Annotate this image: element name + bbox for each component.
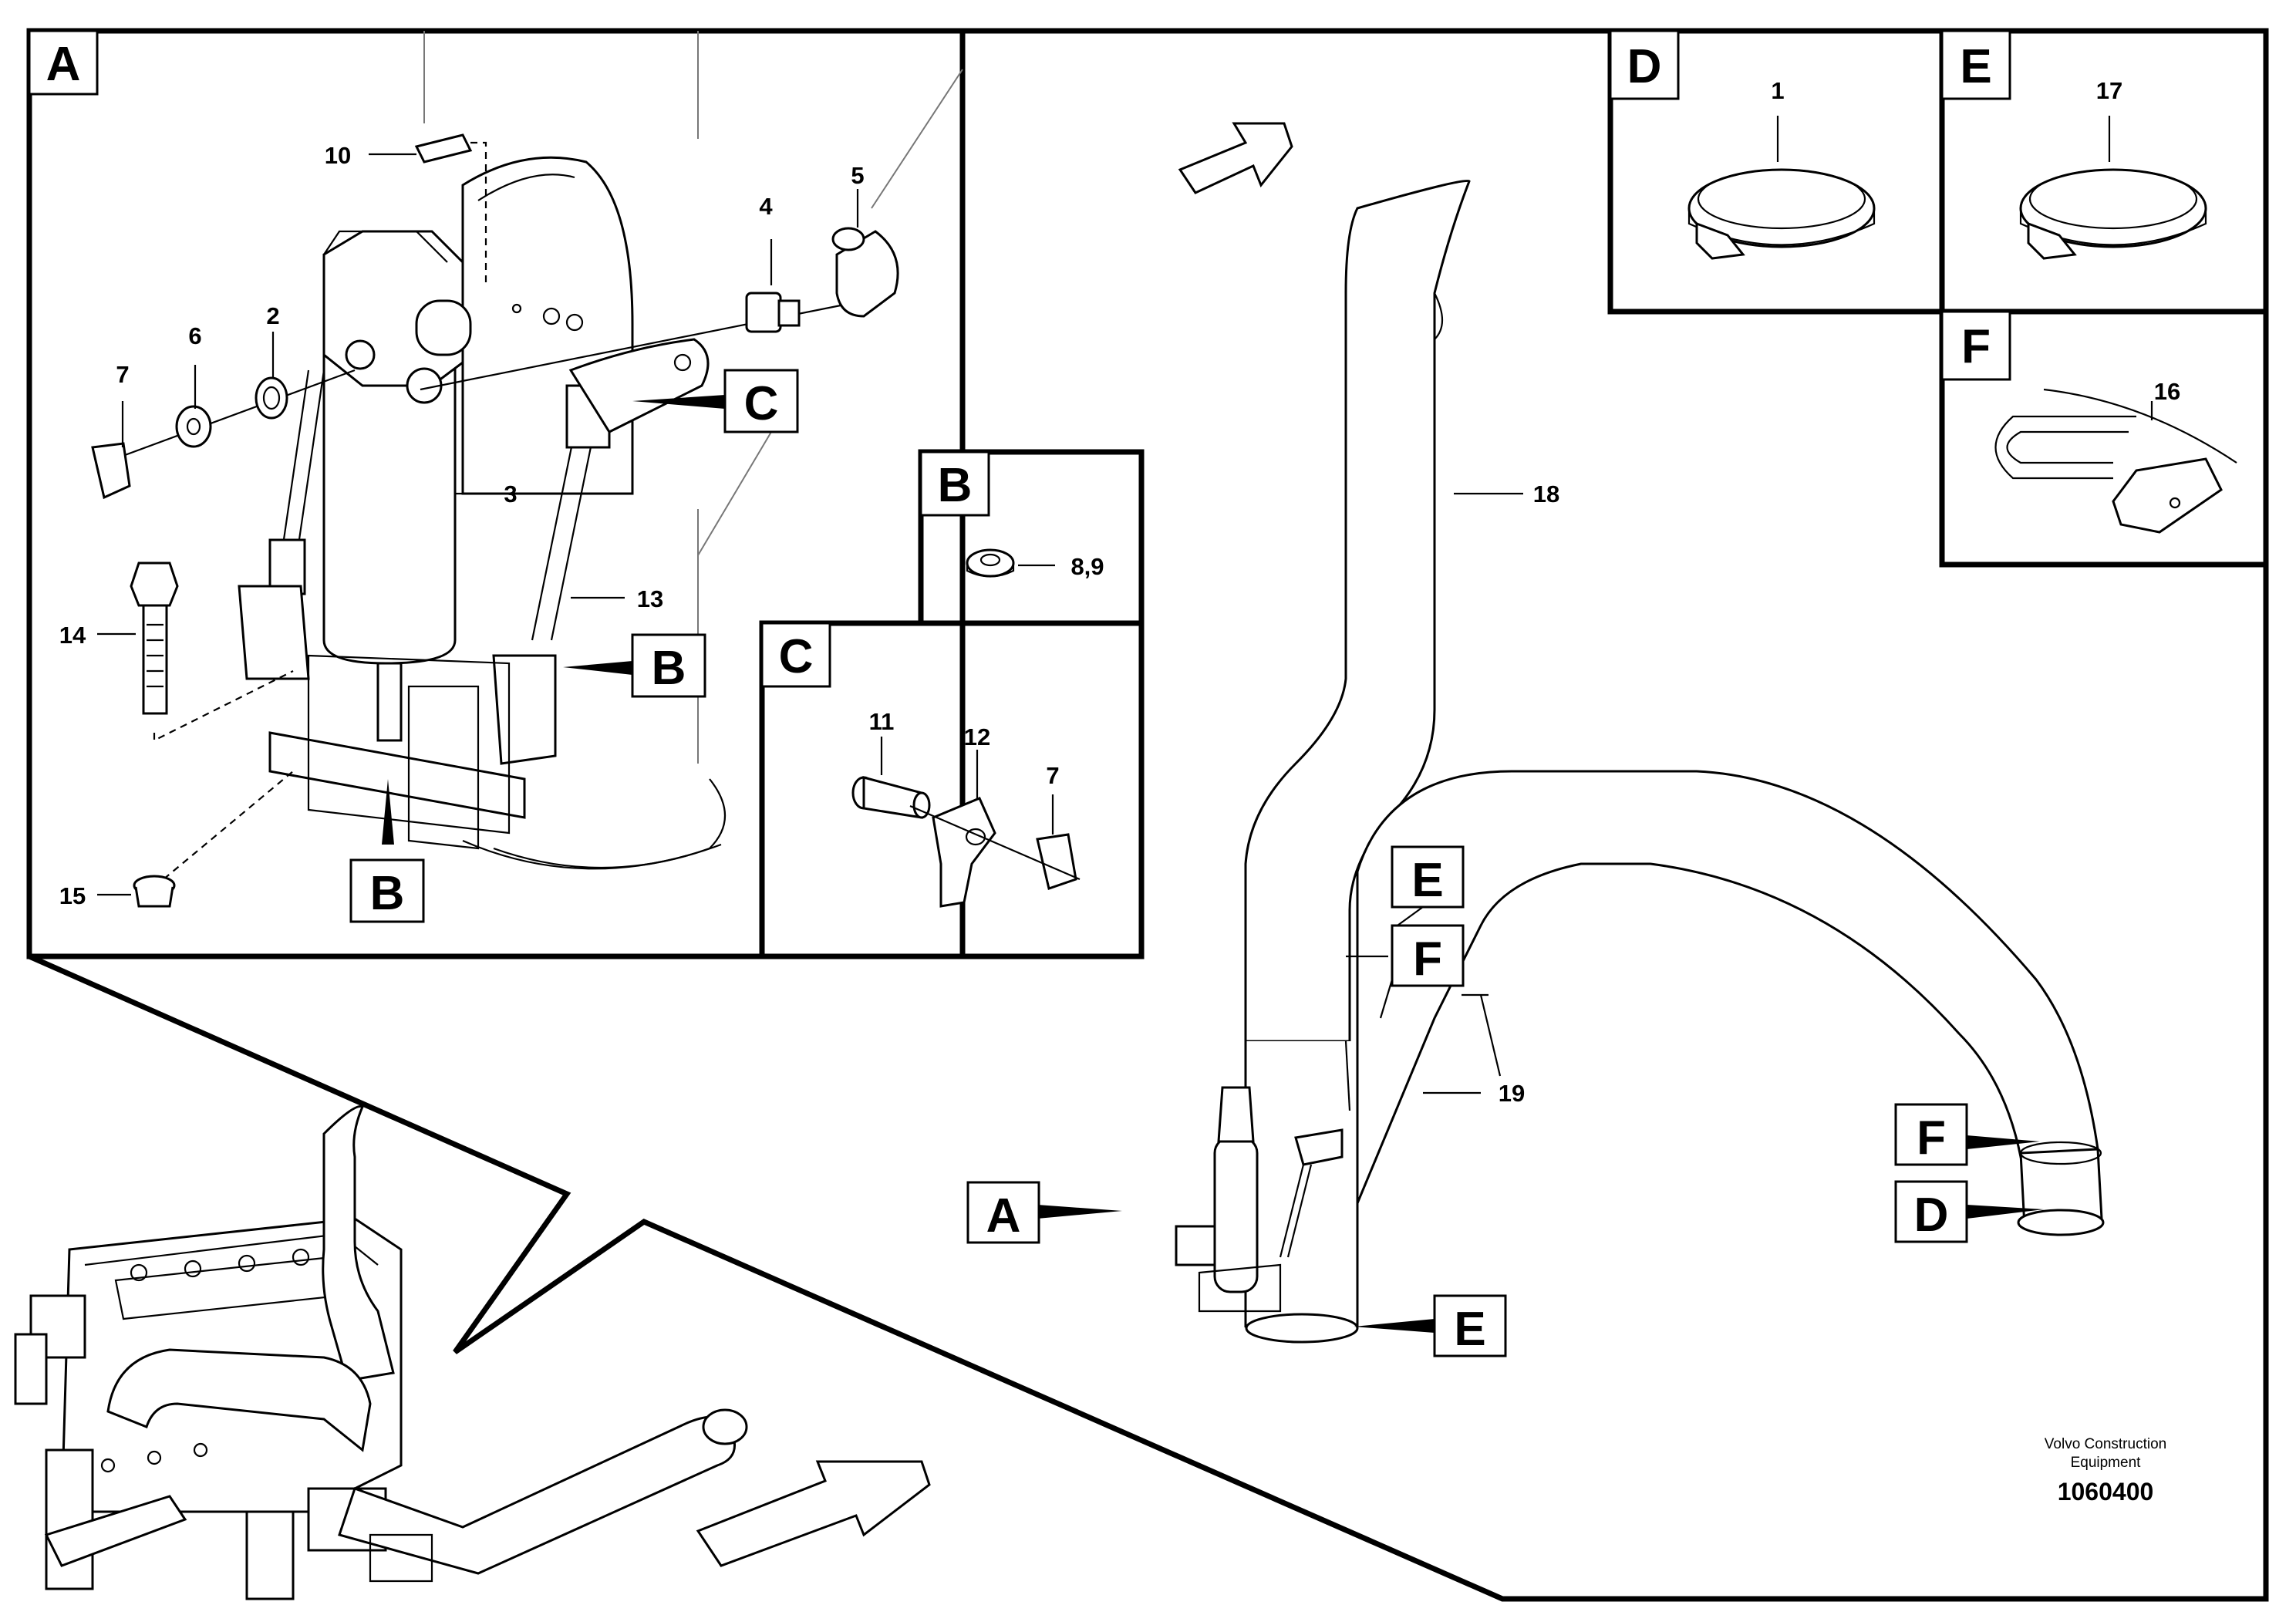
svg-text:E: E (1454, 1303, 1485, 1356)
callout-b-in-a-right: B (631, 633, 706, 698)
callout-b-in-a-bottom: B (349, 858, 425, 923)
brand-line-2: Equipment (2071, 1455, 2142, 1471)
label-1: 1 (1771, 77, 1784, 104)
callout-e-lower: E (1433, 1294, 1507, 1357)
main-view-callouts: E F A E F D (966, 845, 1968, 1357)
callout-f-upper: F (1391, 924, 1465, 987)
callout-a-main: A (966, 1181, 1040, 1244)
view-letter-a: A (46, 38, 81, 91)
view-box-a: A (28, 29, 99, 96)
view-letter-f: F (1961, 320, 1991, 373)
detail-a-drawing (91, 31, 963, 908)
detail-f-drawing: 16 (1994, 378, 2237, 534)
view-box-e: E (1940, 29, 2011, 100)
label-17: 17 (2096, 77, 2122, 104)
label-4: 4 (759, 193, 773, 220)
view-letter-e: E (1960, 40, 1991, 93)
detail-a-callouts: C B B (349, 369, 799, 923)
view-box-d: D (1609, 29, 1680, 100)
label-10: 10 (325, 142, 351, 169)
label-16: 16 (2154, 378, 2180, 405)
document-number: 1060400 (2058, 1478, 2154, 1506)
detail-e-drawing: 17 (2019, 77, 2207, 260)
label-7-a: 7 (116, 361, 129, 388)
callout-d-right: D (1894, 1180, 1968, 1243)
view-box-f: F (1940, 310, 2011, 381)
detail-c-drawing: 11 12 7 (851, 708, 1081, 908)
view-box-c: C (760, 622, 831, 688)
view-box-b: B (919, 450, 990, 517)
detail-d-drawing: 1 (1687, 77, 1876, 260)
callout-c-in-a: C (723, 369, 799, 433)
label-13: 13 (637, 585, 663, 612)
label-3: 3 (504, 481, 517, 508)
svg-text:D: D (1914, 1189, 1949, 1242)
view-letter-c: C (779, 630, 814, 683)
callout-e-upper: E (1391, 845, 1465, 909)
label-19: 19 (1499, 1080, 1525, 1107)
label-8-9: 8,9 (1070, 553, 1104, 580)
svg-text:A: A (986, 1189, 1021, 1243)
view-letter-b: B (938, 459, 973, 512)
label-18: 18 (1533, 481, 1559, 508)
svg-text:B: B (652, 642, 686, 695)
svg-text:C: C (744, 377, 779, 430)
callout-f-right: F (1894, 1103, 1968, 1166)
svg-text:F: F (1917, 1111, 1946, 1165)
engine-overview-drawing (14, 1104, 931, 1600)
view-letter-d: D (1627, 40, 1662, 93)
label-5: 5 (851, 162, 864, 189)
label-2: 2 (266, 302, 279, 329)
label-11: 11 (869, 708, 895, 735)
label-14: 14 (59, 622, 86, 649)
label-6: 6 (188, 322, 201, 349)
detail-c-frame (759, 620, 1145, 959)
label-15: 15 (59, 882, 86, 909)
svg-text:B: B (370, 867, 405, 920)
footer-block: Volvo Construction Equipment 1060400 (2045, 1436, 2166, 1506)
brand-line-1: Volvo Construction (2045, 1436, 2166, 1452)
view-letter-boxes: A B C D E F (28, 29, 2011, 688)
detail-b-drawing: 8,9 (966, 548, 1104, 580)
label-12: 12 (964, 723, 990, 750)
detail-a-labels: 10 5 4 2 6 7 3 13 14 15 (59, 142, 865, 909)
main-view-frame (28, 28, 2269, 1602)
svg-text:E: E (1411, 854, 1443, 907)
main-view-drawing: 18 19 (1037, 122, 2105, 1344)
svg-text:F: F (1413, 932, 1442, 986)
label-7-b: 7 (1046, 762, 1059, 789)
